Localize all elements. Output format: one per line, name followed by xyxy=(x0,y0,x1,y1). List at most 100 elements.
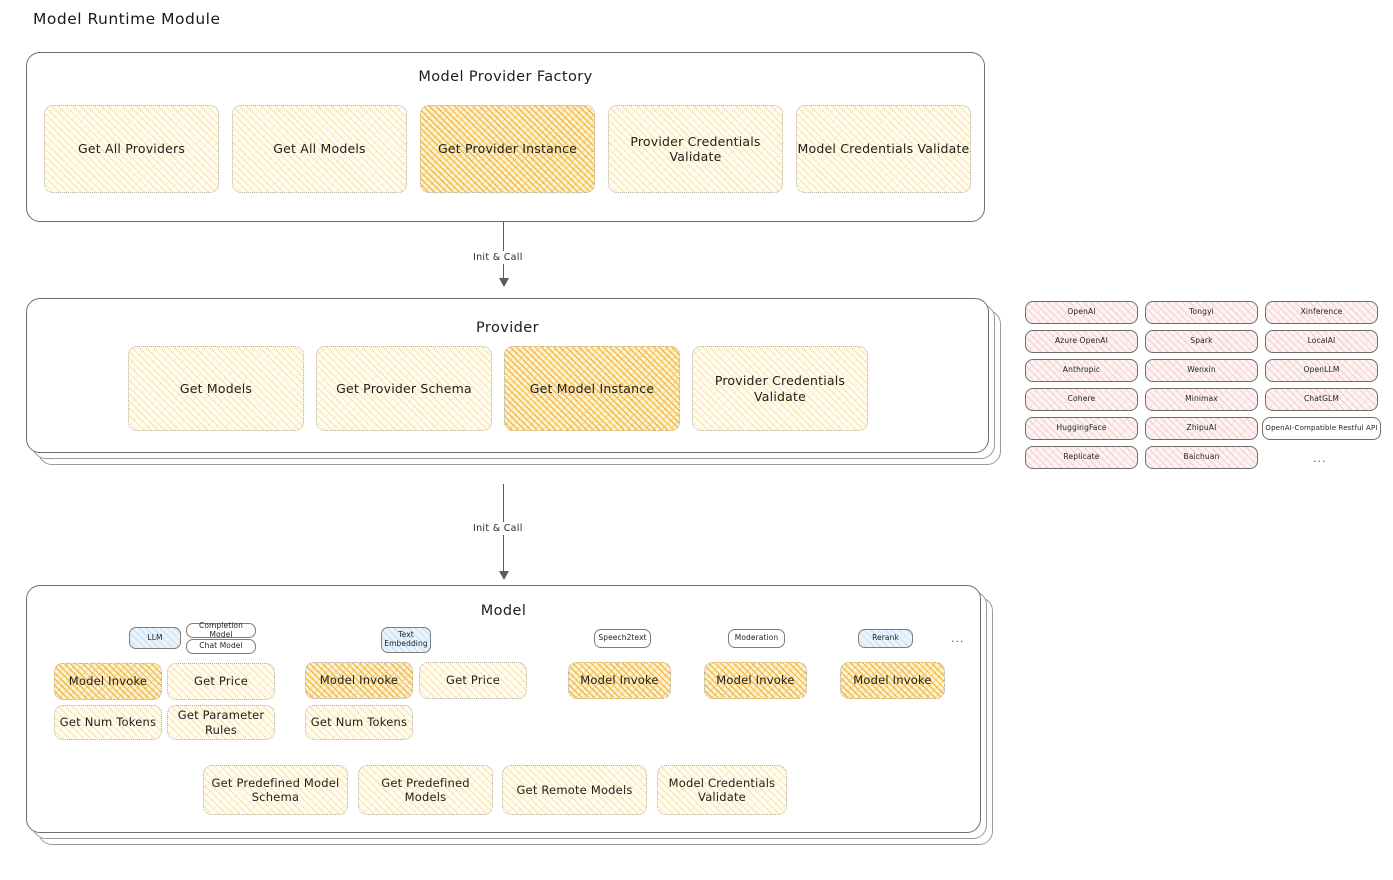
text-embedding-op-get-num-tokens[interactable]: Get Num Tokens xyxy=(305,705,413,740)
text-embedding-op-label: Model Invoke xyxy=(319,673,399,688)
model-type-badge-label: LLM xyxy=(147,632,163,642)
provider-chip-label: ZhipuAI xyxy=(1186,423,1217,433)
speech2text-op-label: Model Invoke xyxy=(580,673,659,688)
provider-chip-label: OpenAI-Compatible Restful API xyxy=(1265,423,1378,432)
llm-op-label: Model Invoke xyxy=(68,674,148,689)
llm-op-get-parameter-rules[interactable]: Get Parameter Rules xyxy=(167,705,275,740)
provider-node-label: Get Model Instance xyxy=(529,380,655,396)
text-embedding-op-get-price[interactable]: Get Price xyxy=(419,662,527,699)
text-embedding-op-label: Get Num Tokens xyxy=(310,715,408,730)
moderation-op-label: Model Invoke xyxy=(716,673,795,688)
factory-node-get-provider-instance[interactable]: Get Provider Instance xyxy=(420,105,595,193)
provider-node-label: Provider Credentials Validate xyxy=(714,373,846,404)
provider-chip-anthropic[interactable]: Anthropic xyxy=(1025,359,1138,382)
rerank-op-model-invoke[interactable]: Model Invoke xyxy=(840,662,945,699)
provider-node-get-model-instance[interactable]: Get Model Instance xyxy=(504,346,680,431)
provider-node-get-models[interactable]: Get Models xyxy=(128,346,304,431)
model-subtype-badge-completion-model[interactable]: Completion Model xyxy=(186,620,256,639)
provider-chip-openllm[interactable]: OpenLLM xyxy=(1265,359,1378,382)
factory-node-get-all-providers[interactable]: Get All Providers xyxy=(44,105,219,193)
llm-op-model-invoke[interactable]: Model Invoke xyxy=(54,663,162,700)
model-type-badge-text-embedding[interactable]: Text Embedding xyxy=(381,627,431,653)
provider-chip-chatglm[interactable]: ChatGLM xyxy=(1265,388,1378,411)
provider-chip-label: Wenxin xyxy=(1187,365,1216,375)
model-type-badge-llm[interactable]: LLM xyxy=(129,627,181,649)
model-type-badge-rerank[interactable]: Rerank xyxy=(858,629,913,648)
model-type-badge-label: Text Embedding xyxy=(384,630,428,648)
provider-chip-azure-openai[interactable]: Azure OpenAI xyxy=(1025,330,1138,353)
model-provider-factory-title: Model Provider Factory xyxy=(418,69,593,85)
provider-chip-tongyi[interactable]: Tongyi xyxy=(1145,301,1258,324)
rerank-op-label: Model Invoke xyxy=(853,673,932,688)
model-common-op-label: Model Credentials Validate xyxy=(668,775,776,804)
model-type-badge-label: Rerank xyxy=(872,633,899,643)
llm-op-label: Get Num Tokens xyxy=(59,715,157,730)
llm-op-label: Get Parameter Rules xyxy=(177,708,265,737)
factory-node-label: Get All Models xyxy=(273,141,366,157)
llm-op-label: Get Price xyxy=(193,674,248,689)
model-subtype-badge-chat-model[interactable]: Chat Model xyxy=(186,639,256,654)
model-common-op-get-predefined-model-schema[interactable]: Get Predefined Model Schema xyxy=(203,765,348,815)
model-types-more: ... xyxy=(951,632,965,645)
moderation-op-model-invoke[interactable]: Model Invoke xyxy=(704,662,807,699)
arrow-provider-to-model-head xyxy=(499,571,509,580)
provider-chip-localai[interactable]: LocalAI xyxy=(1265,330,1378,353)
factory-node-label: Provider Credentials Validate xyxy=(630,133,761,164)
factory-node-model-credentials-validate[interactable]: Model Credentials Validate xyxy=(796,105,971,193)
model-subtype-badge-label: Completion Model xyxy=(199,620,243,639)
model-common-op-label: Get Remote Models xyxy=(516,782,633,797)
provider-chip-label: Spark xyxy=(1190,336,1213,346)
provider-chip-openai[interactable]: OpenAI xyxy=(1025,301,1138,324)
factory-node-label: Get Provider Instance xyxy=(437,141,578,157)
provider-title: Provider xyxy=(476,320,539,336)
speech2text-op-model-invoke[interactable]: Model Invoke xyxy=(568,662,671,699)
model-common-op-model-credentials-validate[interactable]: Model Credentials Validate xyxy=(657,765,787,815)
provider-chip-label: OpenAI xyxy=(1067,307,1096,317)
provider-chip-label: HuggingFace xyxy=(1056,423,1107,433)
llm-op-get-price[interactable]: Get Price xyxy=(167,663,275,700)
provider-chip-spark[interactable]: Spark xyxy=(1145,330,1258,353)
arrow-factory-to-provider-label: Init & Call xyxy=(469,251,527,264)
provider-chip-huggingface[interactable]: HuggingFace xyxy=(1025,417,1138,440)
model-title: Model xyxy=(480,603,527,619)
provider-chip-zhipuai[interactable]: ZhipuAI xyxy=(1145,417,1258,440)
provider-chip-openai-compatible-restful-api[interactable]: OpenAI-Compatible Restful API xyxy=(1262,417,1381,440)
model-type-badge-speech2text[interactable]: Speech2text xyxy=(594,629,651,648)
provider-chip-minimax[interactable]: Minimax xyxy=(1145,388,1258,411)
provider-chip-cohere[interactable]: Cohere xyxy=(1025,388,1138,411)
provider-chip-label: ChatGLM xyxy=(1303,394,1340,404)
provider-chip-label: Anthropic xyxy=(1062,365,1101,375)
text-embedding-op-label: Get Price xyxy=(445,673,500,688)
model-common-op-label: Get Predefined Models xyxy=(381,775,470,804)
provider-node-label: Get Models xyxy=(179,380,253,396)
provider-node-get-provider-schema[interactable]: Get Provider Schema xyxy=(316,346,492,431)
provider-chip-label: OpenLLM xyxy=(1303,365,1340,375)
provider-chip-label: Replicate xyxy=(1063,452,1100,462)
llm-op-get-num-tokens[interactable]: Get Num Tokens xyxy=(54,705,162,740)
provider-chip-wenxin[interactable]: Wenxin xyxy=(1145,359,1258,382)
model-subtype-badge-label: Chat Model xyxy=(199,641,243,651)
provider-chip-label: Minimax xyxy=(1185,394,1218,404)
factory-node-get-all-models[interactable]: Get All Models xyxy=(232,105,407,193)
provider-chip-label: Azure OpenAI xyxy=(1055,336,1108,346)
model-type-badge-label: Speech2text xyxy=(598,633,647,643)
provider-chip-label: Baichuan xyxy=(1183,452,1220,462)
text-embedding-op-model-invoke[interactable]: Model Invoke xyxy=(305,662,413,699)
provider-chip-label: Cohere xyxy=(1067,394,1096,404)
arrow-provider-to-model-label: Init & Call xyxy=(469,522,527,535)
model-common-op-get-remote-models[interactable]: Get Remote Models xyxy=(502,765,647,815)
provider-chip-xinference[interactable]: Xinference xyxy=(1265,301,1378,324)
provider-chip-label: Xinference xyxy=(1300,307,1343,317)
provider-chip-label: Tongyi xyxy=(1189,307,1214,317)
arrow-factory-to-provider-head xyxy=(499,278,509,287)
provider-chip-replicate[interactable]: Replicate xyxy=(1025,446,1138,469)
model-common-op-get-predefined-models[interactable]: Get Predefined Models xyxy=(358,765,493,815)
model-common-op-label: Get Predefined Model Schema xyxy=(211,775,340,804)
provider-node-provider-credentials-validate[interactable]: Provider Credentials Validate xyxy=(692,346,868,431)
page-title: Model Runtime Module xyxy=(33,10,221,28)
factory-node-provider-credentials-validate[interactable]: Provider Credentials Validate xyxy=(608,105,783,193)
model-type-badge-moderation[interactable]: Moderation xyxy=(728,629,785,648)
factory-node-label: Model Credentials Validate xyxy=(797,141,970,157)
provider-chip-baichuan[interactable]: Baichuan xyxy=(1145,446,1258,469)
provider-chip-label: LocalAI xyxy=(1307,336,1336,346)
